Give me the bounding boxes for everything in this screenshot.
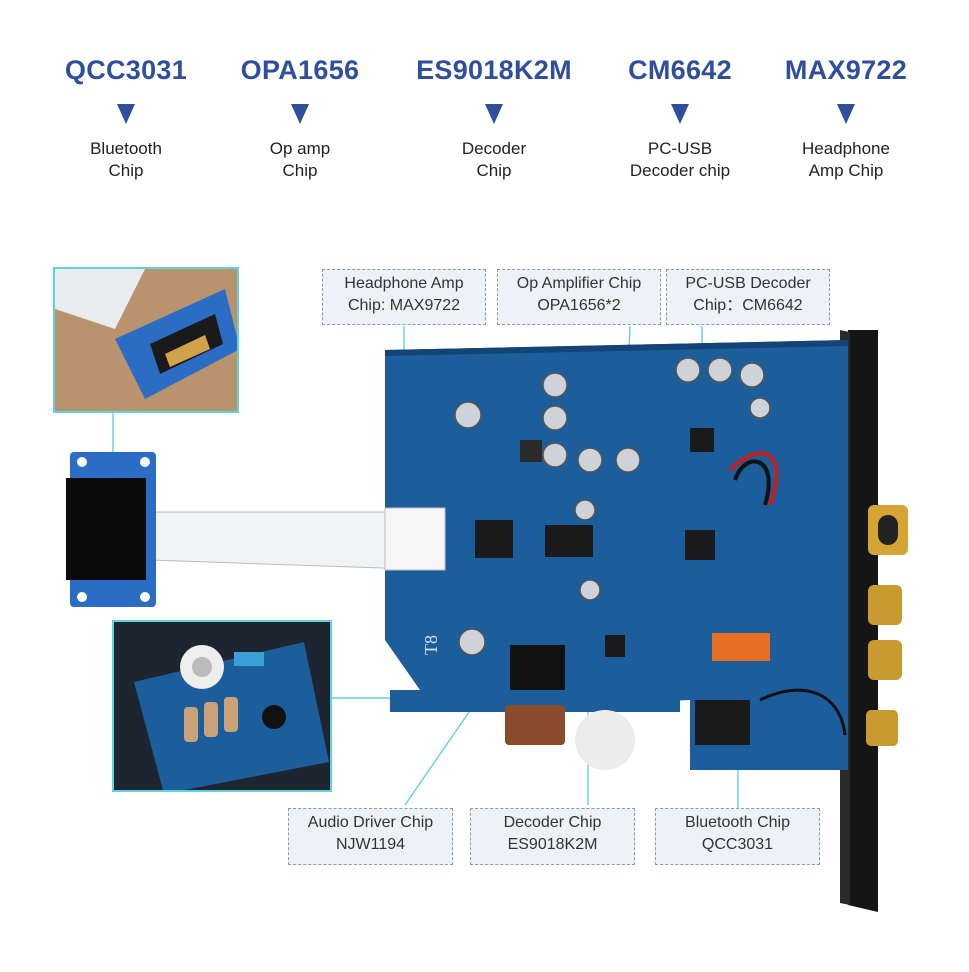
callout-bluetooth: Bluetooth Chip QCC3031 (655, 808, 820, 865)
tube-board-photo (112, 620, 332, 792)
board-label: T8 (421, 635, 441, 655)
chip-heading-max9722: MAX9722 Headphone Amp Chip (756, 55, 936, 182)
callout-pc-usb-decoder: PC-USB Decoder Chip：CM6642 (666, 269, 830, 325)
callout-decoder: Decoder Chip ES9018K2M (470, 808, 635, 865)
ribbon-cable (149, 507, 446, 571)
callout-op-amp: Op Amplifier Chip OPA1656*2 (497, 269, 661, 325)
down-arrow-icon (291, 104, 309, 124)
chip-heading-qcc3031: QCC3031 Bluetooth Chip (36, 55, 216, 182)
chip-heading-opa1656: OPA1656 Op amp Chip (210, 55, 390, 182)
chip-name: MAX9722 (784, 55, 908, 85)
callout-audio-driver: Audio Driver Chip NJW1194 (288, 808, 453, 865)
chip-heading-es9018k2m: ES9018K2M Decoder Chip (404, 55, 584, 182)
chip-name: QCC3031 (64, 55, 188, 85)
chip-description: PC-USB Decoder chip (629, 139, 731, 180)
pcb: T8 (385, 340, 848, 770)
chip-name: OPA1656 (240, 55, 360, 85)
chip-name: CM6642 (628, 55, 732, 85)
down-arrow-icon (837, 104, 855, 124)
chip-description: Bluetooth Chip (90, 139, 162, 180)
down-arrow-icon (117, 104, 135, 124)
oled-display-module (66, 452, 156, 607)
down-arrow-icon (671, 104, 689, 124)
chip-description: Op amp Chip (269, 139, 331, 180)
chip-name: ES9018K2M (416, 55, 572, 85)
chip-heading-cm6642: CM6642 PC-USB Decoder chip (590, 55, 770, 182)
lower-board-edge (390, 690, 680, 770)
chip-description: Decoder Chip (461, 139, 527, 180)
display-closeup-photo (53, 267, 239, 413)
down-arrow-icon (485, 104, 503, 124)
callout-headphone-amp: Headphone Amp Chip: MAX9722 (322, 269, 486, 325)
chip-description: Headphone Amp Chip (802, 139, 890, 180)
